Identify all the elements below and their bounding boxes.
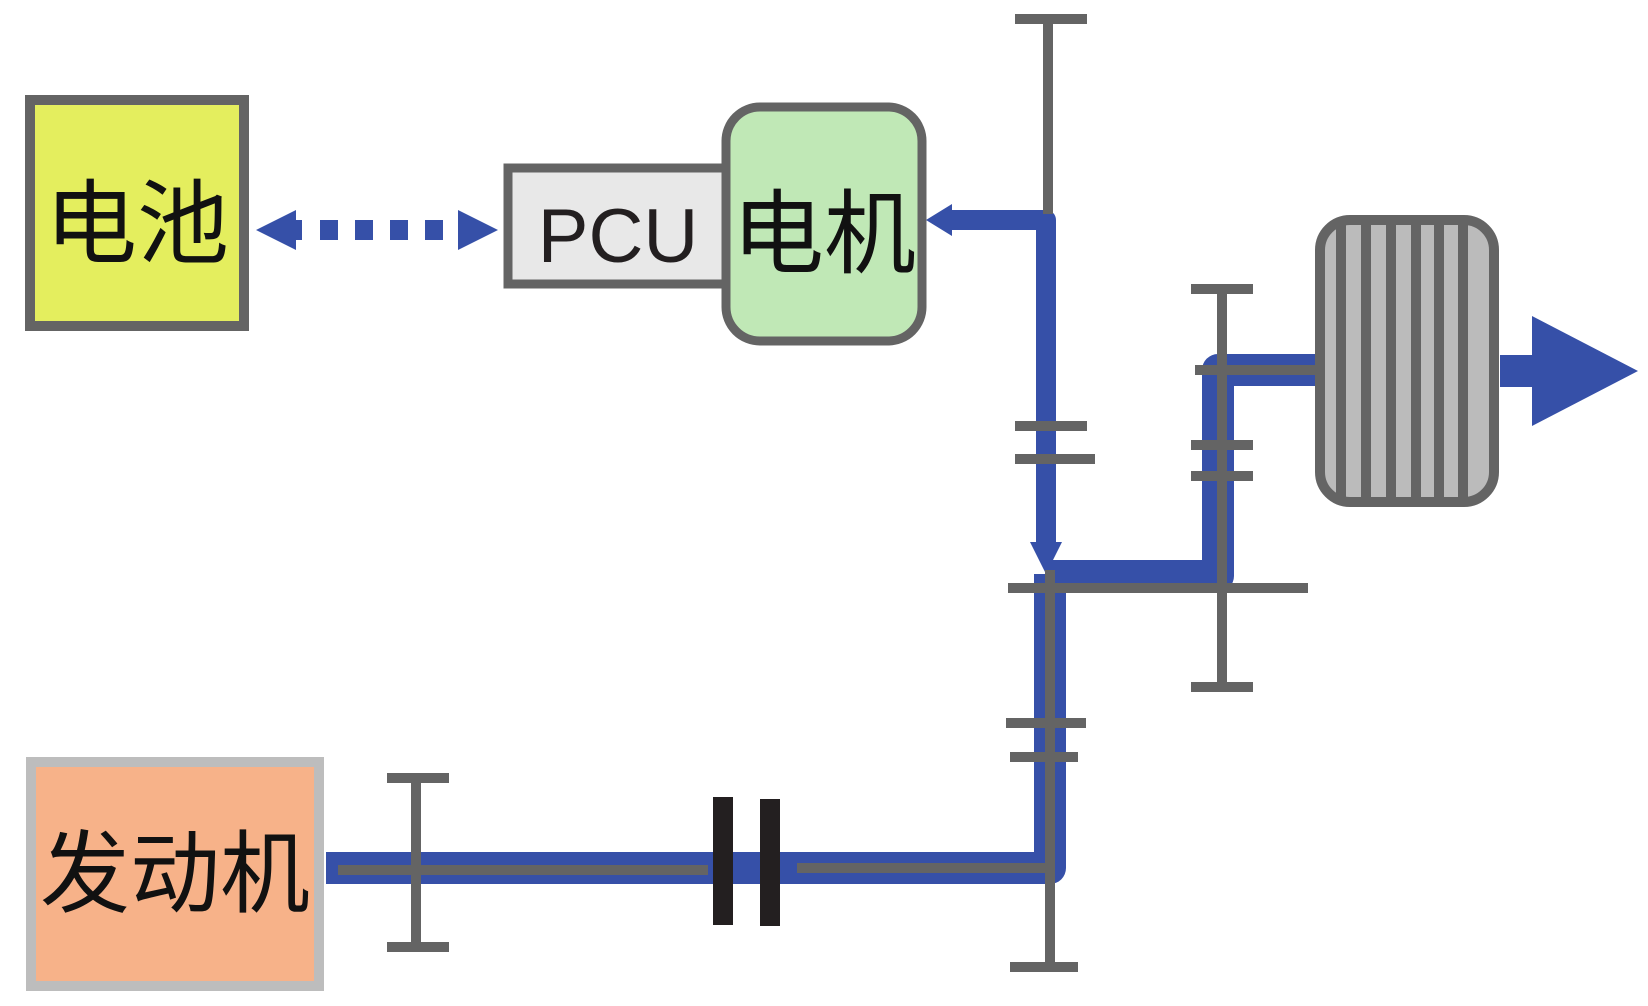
engine-power-flow [326, 574, 1066, 884]
main-shaft [1045, 570, 1055, 970]
left-arrow-head [256, 210, 296, 250]
engine: 发动机 [26, 757, 324, 991]
pcu: PCU [503, 163, 735, 289]
motor-gear-stem [1043, 18, 1053, 214]
tread [1336, 220, 1346, 502]
engine-shaft [797, 863, 1055, 873]
gear-train [338, 14, 1365, 972]
tread [1434, 220, 1444, 502]
counter-gear-tick [1191, 471, 1253, 481]
pcu-box [503, 163, 735, 289]
engine-gear-stem [411, 778, 421, 948]
wheel-treads [1336, 220, 1468, 502]
right-arrow-head [458, 210, 498, 250]
engine-label: 发动机 [40, 822, 310, 927]
dash [320, 220, 338, 240]
clutch-plate-right [760, 799, 780, 926]
tread [1386, 220, 1396, 502]
tread [1361, 220, 1371, 502]
tread [1458, 220, 1468, 502]
dash [390, 220, 408, 240]
motor-gear-tick [1015, 454, 1095, 464]
main-gear-bottom [1010, 962, 1078, 972]
main-gear-tick [1010, 752, 1078, 762]
clutch [713, 797, 780, 926]
motor: 电机 [721, 102, 927, 346]
counter-gear-bottom [1191, 682, 1253, 692]
battery-pcu-link [256, 210, 498, 250]
counter-gear-stem [1217, 288, 1227, 688]
output-arrow [1532, 316, 1638, 426]
counter-shaft-crossbar [1195, 365, 1365, 375]
motor-label: 电机 [732, 181, 916, 288]
battery-label: 电池 [45, 171, 229, 278]
engine-gear-bottom [387, 942, 449, 952]
dash [425, 220, 443, 240]
motor-box [721, 102, 927, 346]
wheel [1315, 215, 1499, 507]
clutch-plate-left [713, 797, 733, 925]
main-shaft-crossbar [1008, 583, 1308, 593]
junction-arrow-head [1030, 542, 1062, 574]
main-gear-tick [1006, 718, 1086, 728]
engine-box [26, 757, 324, 991]
pcu-label: PCU [538, 194, 698, 279]
battery-box [25, 95, 249, 331]
motor-power-flow [950, 210, 1056, 548]
counter-gear-tick [1191, 440, 1253, 450]
battery: 电池 [25, 95, 249, 331]
motor-gear-tick [1015, 421, 1087, 431]
tread [1411, 220, 1421, 502]
dash [296, 220, 302, 240]
engine-shaft [338, 865, 708, 875]
dash [355, 220, 373, 240]
motor-arrow-head [926, 204, 952, 236]
